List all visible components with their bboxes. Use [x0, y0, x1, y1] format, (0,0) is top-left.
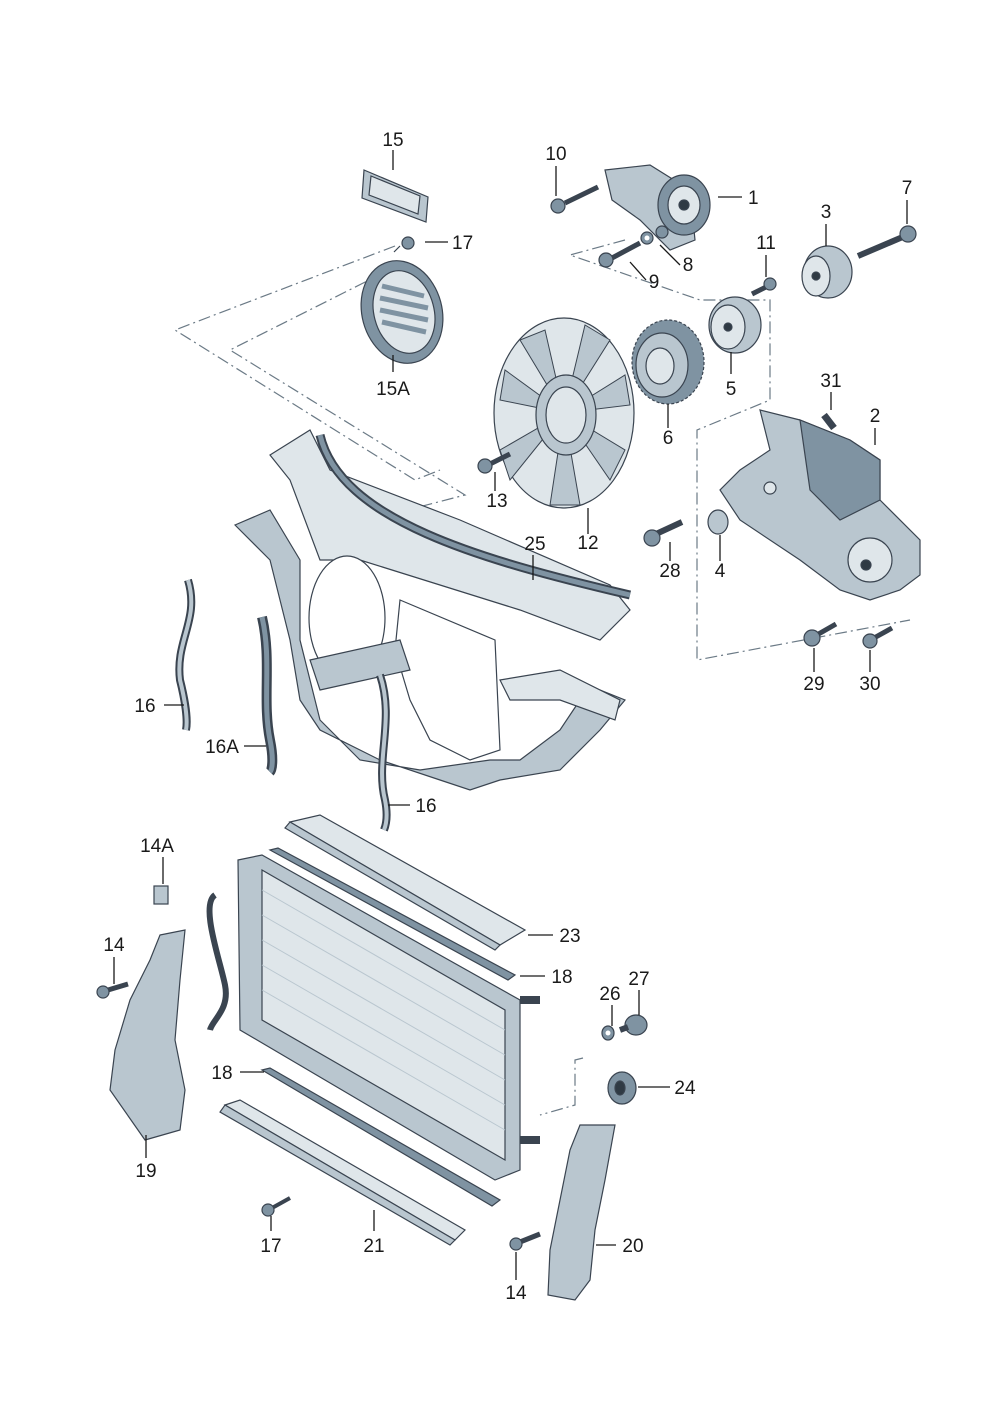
callout-16A: 16A	[205, 737, 239, 758]
part-14-bolt-upper	[96, 981, 129, 999]
callout-11: 11	[756, 233, 776, 254]
part-18-seal-lower	[260, 1067, 502, 1207]
part-29-bolt	[803, 621, 838, 647]
part-16-seal-left	[175, 578, 196, 731]
part-11-bolt	[750, 277, 777, 297]
callout-9: 9	[649, 272, 660, 293]
part-25-seal	[315, 433, 632, 600]
callout-labels: 15 17 15A 10 1 8 9 7 3 11 5 6 31 2 13 12…	[103, 130, 912, 1304]
callout-4: 4	[715, 561, 726, 582]
callout-26: 26	[599, 984, 620, 1005]
part-30-bolt	[862, 625, 894, 649]
part-16-seal-right	[376, 673, 391, 832]
callout-12: 12	[577, 533, 598, 554]
part-1-tensioner-bracket	[604, 164, 711, 251]
callout-25: 25	[524, 534, 545, 555]
callout-3: 3	[821, 202, 832, 223]
callout-29: 29	[803, 674, 824, 695]
callout-28: 28	[659, 561, 680, 582]
part-15-plate	[361, 169, 429, 223]
callout-5: 5	[726, 379, 737, 400]
part-19-air-guide	[109, 929, 186, 1141]
part-24-bush	[607, 1071, 637, 1105]
callout-14A: 14A	[140, 836, 174, 857]
callout-21: 21	[363, 1236, 384, 1257]
part-17-screw-lower	[261, 1196, 291, 1217]
callout-18-lower: 18	[211, 1063, 232, 1084]
callout-20: 20	[622, 1236, 643, 1257]
callout-10: 10	[545, 144, 566, 165]
part-28-bolt	[643, 519, 684, 547]
part-13-bolt	[477, 451, 512, 474]
part-20-air-guide	[547, 1124, 616, 1301]
part-14-bolt-lower	[509, 1231, 541, 1251]
callout-23: 23	[559, 926, 580, 947]
part-14A-clip	[153, 885, 169, 905]
callout-14-lower: 14	[505, 1283, 527, 1304]
part-17-screw	[393, 236, 415, 253]
callout-18-upper: 18	[551, 967, 572, 988]
callout-27: 27	[628, 969, 649, 990]
part-18-seal-upper	[268, 847, 517, 981]
callout-2: 2	[870, 406, 881, 427]
part-16A-seal	[257, 615, 278, 776]
callout-17: 17	[452, 233, 473, 254]
part-8-washer	[640, 231, 654, 245]
assembly-lines	[173, 239, 911, 1116]
part-12-fan	[493, 317, 635, 509]
callout-19: 19	[135, 1161, 156, 1182]
part-7-bolt	[856, 225, 917, 259]
callout-6: 6	[663, 428, 674, 449]
callout-7: 7	[902, 178, 913, 199]
leader-lines	[113, 150, 908, 1280]
callout-8: 8	[683, 255, 694, 276]
part-23-air-guide	[284, 814, 527, 951]
callout-1: 1	[748, 188, 759, 209]
callout-15A: 15A	[376, 379, 410, 400]
callout-30: 30	[859, 674, 880, 695]
part-27-bolt	[618, 1014, 648, 1036]
callout-16-left: 16	[134, 696, 155, 717]
part-4-cap	[707, 509, 729, 535]
part-3-bush	[801, 245, 853, 299]
part-9-bolt	[598, 240, 642, 268]
part-31-pin	[821, 412, 837, 431]
part-5-hub	[708, 296, 762, 354]
callout-14-upper: 14	[103, 935, 125, 956]
callout-13: 13	[486, 491, 507, 512]
callout-24: 24	[674, 1078, 696, 1099]
part-26-washer	[601, 1025, 615, 1041]
callout-31: 31	[820, 371, 841, 392]
radiator-condenser	[206, 854, 540, 1181]
callout-16-right: 16	[415, 796, 436, 817]
front-carrier	[233, 429, 631, 791]
part-15A-grille-cover	[360, 260, 444, 364]
callout-17-lower: 17	[260, 1236, 281, 1257]
part-10-bolt	[550, 184, 600, 214]
part-2-bracket	[719, 409, 921, 601]
callout-15: 15	[382, 130, 403, 151]
part-21-air-guide	[219, 1099, 466, 1246]
part-6-viscous-coupling	[631, 319, 705, 405]
